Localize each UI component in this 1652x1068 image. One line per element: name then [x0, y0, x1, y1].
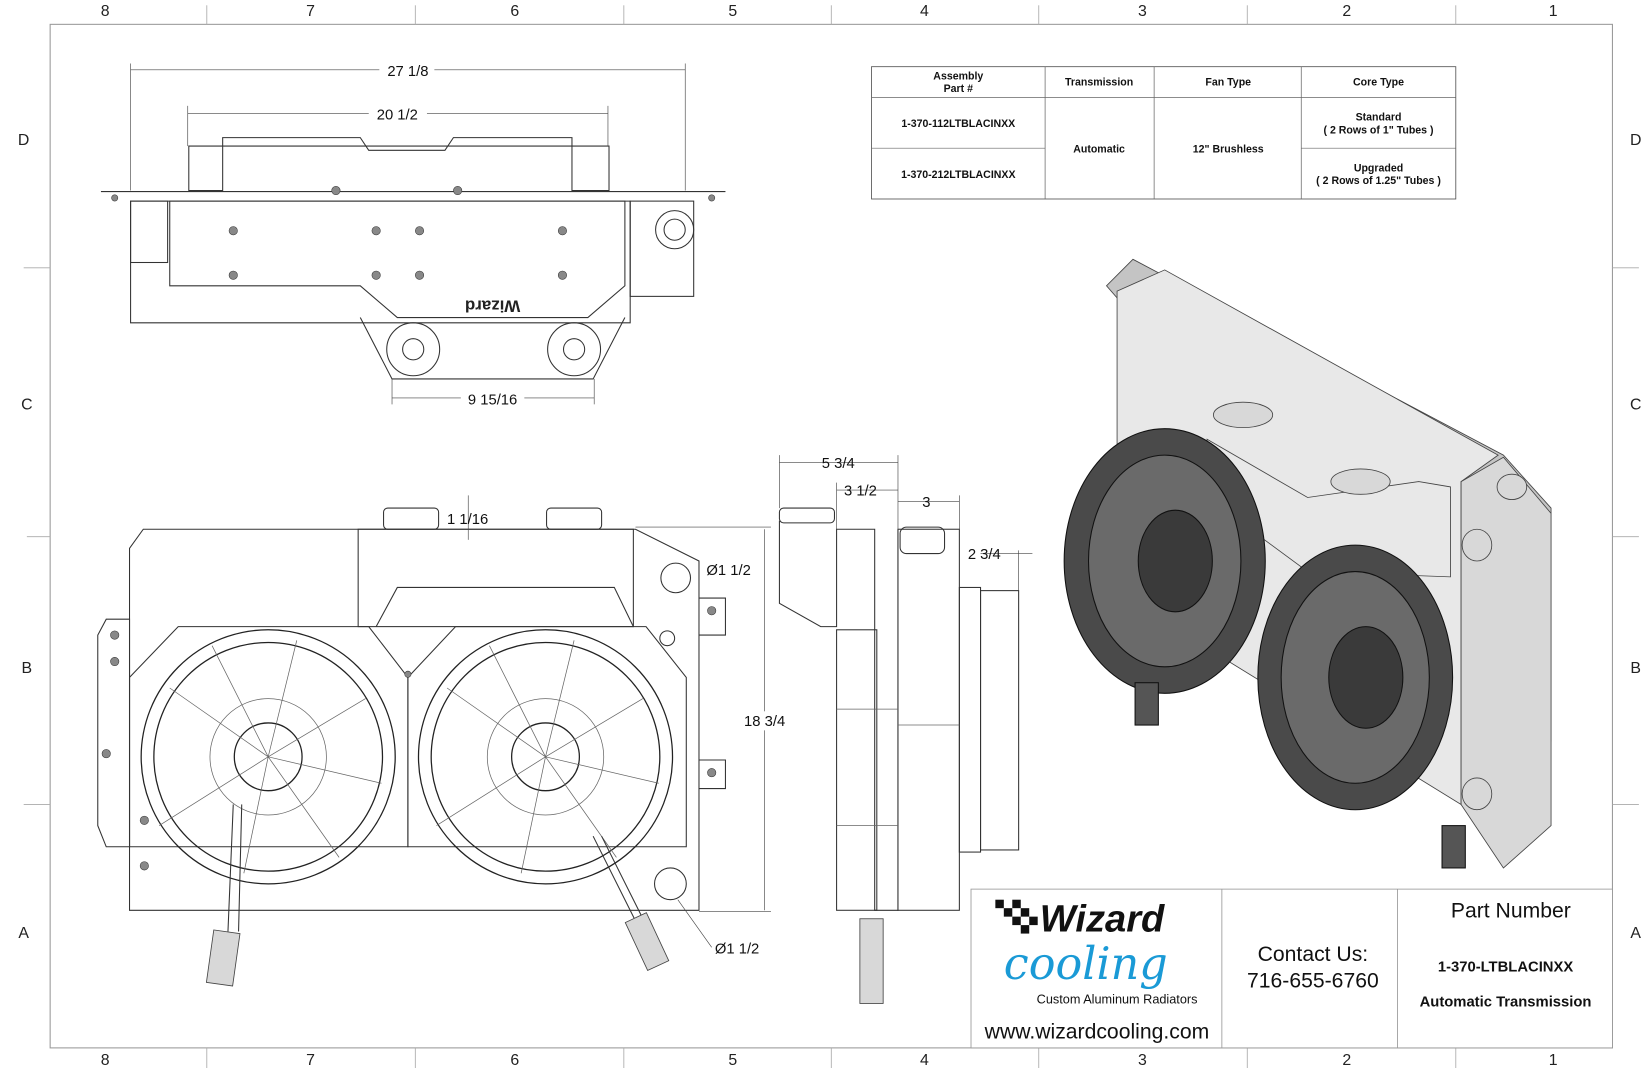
svg-text:3: 3 [1138, 3, 1147, 20]
side-view: 5 3/4 3 1/2 3 2 3/4 [778, 455, 1033, 1004]
dim-fan-depth: 2 3/4 [968, 547, 1001, 563]
svg-text:8: 8 [101, 1052, 110, 1068]
svg-text:cooling: cooling [1004, 939, 1168, 990]
svg-text:7: 7 [306, 1052, 315, 1068]
svg-text:1: 1 [1549, 1052, 1558, 1068]
top-view-logo-mirrored: Wizard [465, 297, 520, 316]
part-number-value: 1-370-LTBLACINXX [1438, 960, 1574, 976]
row1-part: 1-370-112LTBLACINXX [901, 118, 1015, 130]
svg-text:C: C [1630, 397, 1641, 414]
transmission-value: Automatic [1073, 143, 1125, 155]
svg-text:D: D [18, 132, 29, 149]
parts-table: Assembly Part # Transmission Fan Type Co… [871, 66, 1457, 200]
logo-tagline: Custom Aluminum Radiators [1037, 992, 1198, 1006]
dim-height: 18 3/4 [744, 714, 785, 730]
zone-labels-right: D C B A [1630, 132, 1641, 942]
zone-labels-left: D C B A [18, 132, 33, 942]
svg-text:A: A [18, 925, 29, 942]
dim-cap-height: 1 1/16 [447, 512, 488, 528]
svg-text:7: 7 [306, 3, 315, 20]
dim-tank-depth: 3 1/2 [844, 483, 877, 499]
row1-core-line1: Standard [1356, 112, 1402, 124]
row1-core-line2: ( 2 Rows of 1" Tubes ) [1324, 124, 1434, 136]
zone-ticks [23, 5, 1639, 1068]
svg-text:D: D [1630, 132, 1641, 149]
header-assembly-line1: Assembly [933, 70, 983, 82]
svg-text:2: 2 [1342, 3, 1351, 20]
dim-core-width: 20 1/2 [377, 108, 418, 124]
dim-bottom-width: 9 15/16 [468, 392, 517, 408]
dim-overall-width: 27 1/8 [387, 64, 428, 80]
part-description: Automatic Transmission [1420, 995, 1592, 1011]
svg-text:6: 6 [510, 1052, 519, 1068]
dim-port-lower: Ø1 1/2 [715, 942, 759, 958]
contact-phone: 716-655-6760 [1247, 970, 1379, 993]
svg-text:B: B [1630, 660, 1641, 677]
svg-text:C: C [21, 397, 32, 414]
svg-text:B: B [22, 660, 33, 677]
svg-text:4: 4 [920, 1052, 929, 1068]
svg-text:6: 6 [510, 3, 519, 20]
title-block: Wizard cooling Custom Aluminum Radiators… [970, 888, 1613, 1049]
wizard-cooling-logo: Wizard cooling Custom Aluminum Radiators [995, 898, 1197, 1006]
row2-core-line1: Upgraded [1354, 162, 1403, 174]
fan-type-value: 12" Brushless [1193, 143, 1264, 155]
row2-core-line2: ( 2 Rows of 1.25" Tubes ) [1316, 175, 1441, 187]
zone-labels-bottom: 8 7 6 5 4 3 2 1 [101, 1052, 1558, 1068]
isometric-view [1063, 258, 1552, 869]
svg-text:1: 1 [1549, 3, 1558, 20]
svg-text:3: 3 [1138, 1052, 1147, 1068]
row2-part: 1-370-212LTBLACINXX [901, 169, 1015, 181]
dim-overall-depth: 5 3/4 [822, 456, 855, 472]
header-assembly-line2: Part # [944, 83, 974, 95]
svg-text:5: 5 [728, 1052, 737, 1068]
dim-port-upper: Ø1 1/2 [706, 563, 750, 579]
part-number-label: Part Number [1451, 900, 1571, 923]
header-transmission: Transmission [1065, 77, 1133, 89]
svg-text:4: 4 [920, 3, 929, 20]
website-link[interactable]: www.wizardcooling.com [984, 1020, 1210, 1043]
svg-text:Wizard: Wizard [1040, 898, 1165, 940]
svg-text:A: A [1630, 925, 1641, 942]
dim-core-depth: 3 [922, 495, 930, 511]
header-fan-type: Fan Type [1205, 77, 1251, 89]
svg-text:2: 2 [1342, 1052, 1351, 1068]
top-view: Wizard 27 1/8 20 1/2 9 15/16 [100, 60, 726, 408]
contact-label: Contact Us: [1258, 943, 1369, 966]
front-view: 1 1/16 Ø1 1/2 Ø1 1/2 18 3/4 [97, 495, 791, 987]
svg-text:5: 5 [728, 3, 737, 20]
zone-labels-top: 8 7 6 5 4 3 2 1 [101, 3, 1558, 20]
svg-text:8: 8 [101, 3, 110, 20]
header-core-type: Core Type [1353, 77, 1404, 89]
